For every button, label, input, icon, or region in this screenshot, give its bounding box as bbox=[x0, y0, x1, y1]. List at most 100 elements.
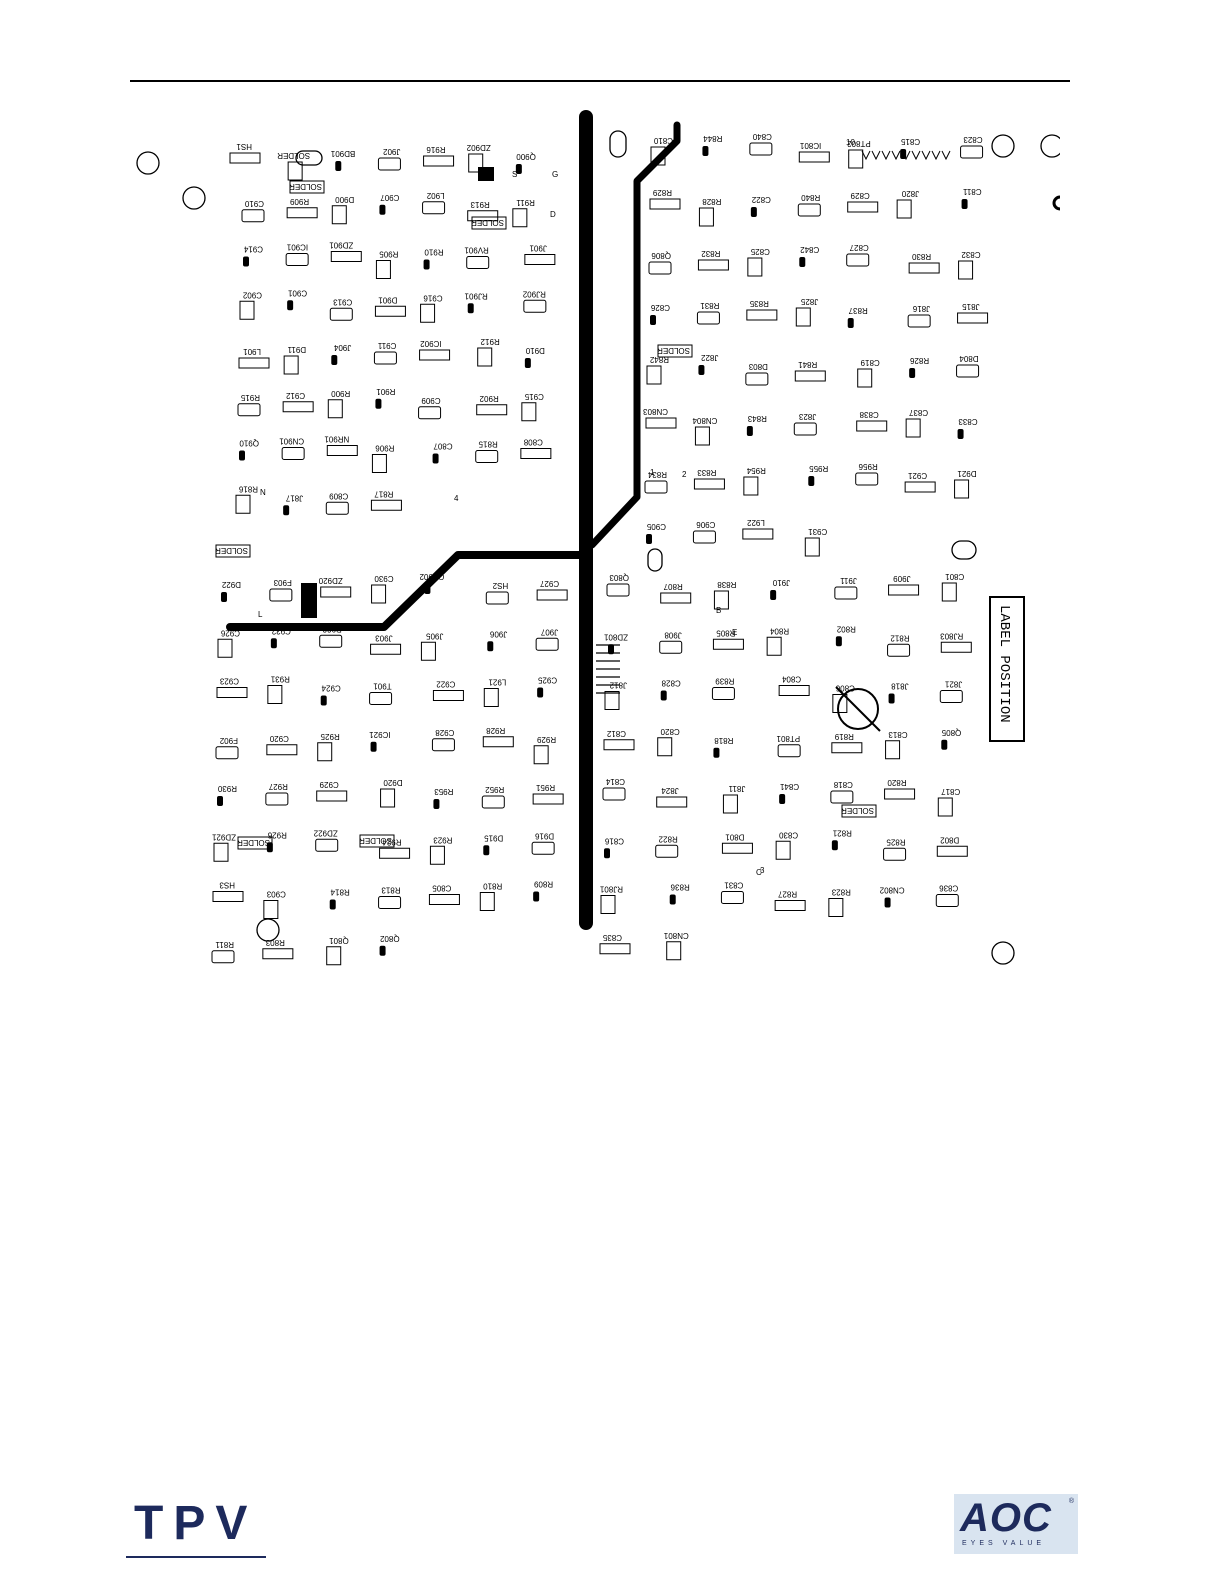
component-outline bbox=[263, 900, 279, 919]
component-label: C816 bbox=[604, 836, 624, 845]
component-label: R905 bbox=[379, 250, 399, 259]
component-label: C902 bbox=[242, 290, 262, 299]
component-outline bbox=[778, 685, 810, 696]
jumper-pad bbox=[533, 891, 540, 902]
jumper-pad bbox=[524, 358, 531, 368]
solder-box bbox=[289, 180, 325, 194]
component-label: R913 bbox=[470, 200, 490, 209]
component-label: R817 bbox=[374, 489, 394, 498]
jumper-pad bbox=[283, 505, 290, 516]
component-outline bbox=[908, 262, 940, 274]
component-outline bbox=[603, 739, 635, 751]
jumper-pad bbox=[537, 687, 544, 698]
component-label: L922 bbox=[747, 518, 765, 527]
component-outline bbox=[467, 210, 499, 222]
jumper-pad bbox=[375, 398, 382, 409]
component-outline bbox=[657, 737, 673, 757]
component-outline bbox=[371, 584, 387, 604]
component-label: IC901 bbox=[286, 243, 308, 252]
component-label: Q900 bbox=[516, 152, 536, 161]
component-outline bbox=[373, 351, 397, 365]
component-label: F903 bbox=[273, 578, 292, 587]
component-outline bbox=[856, 420, 888, 432]
component-label: C836 bbox=[939, 884, 959, 893]
component-label: CN803 bbox=[643, 407, 668, 416]
component-label: R915 bbox=[240, 393, 260, 402]
component-outline bbox=[476, 404, 508, 416]
component-label: C924 bbox=[321, 684, 341, 693]
component-outline bbox=[283, 355, 299, 375]
component-outline bbox=[235, 494, 251, 514]
component-label: J905 bbox=[426, 631, 444, 640]
component-outline bbox=[666, 941, 682, 961]
component-outline bbox=[939, 690, 963, 703]
component-outline bbox=[287, 161, 303, 181]
component-outline bbox=[483, 688, 499, 707]
component-outline bbox=[957, 312, 989, 324]
component-label: R803 bbox=[265, 938, 285, 947]
component-label: T901 bbox=[373, 682, 392, 691]
solder-box bbox=[215, 544, 251, 558]
component-outline bbox=[747, 257, 763, 277]
component-label: R927 bbox=[268, 782, 288, 791]
jumper-pad bbox=[221, 592, 227, 602]
component-label: C806 bbox=[835, 684, 855, 693]
component-label: R826 bbox=[909, 356, 929, 365]
component-outline bbox=[655, 844, 679, 858]
component-outline bbox=[766, 636, 782, 656]
component-label: C827 bbox=[849, 243, 869, 252]
solder-label: SOLDER bbox=[237, 838, 270, 847]
component-label: CN802 bbox=[879, 886, 904, 895]
component-label: C835 bbox=[602, 933, 622, 942]
component-label: C841 bbox=[779, 782, 799, 791]
component-label: C911 bbox=[377, 341, 396, 350]
jumper-pad bbox=[433, 799, 440, 809]
bridge-block bbox=[301, 583, 317, 618]
jumper-pad bbox=[335, 161, 342, 171]
component-outline bbox=[331, 205, 347, 225]
component-label: R844 bbox=[703, 134, 723, 143]
component-outline bbox=[327, 399, 343, 419]
component-label: R804 bbox=[769, 626, 789, 635]
component-label: C931 bbox=[808, 527, 828, 536]
jumper-pad bbox=[424, 584, 431, 594]
lower-left-trace bbox=[226, 551, 590, 631]
jumper-pad bbox=[239, 450, 245, 461]
component-outline bbox=[286, 207, 318, 219]
component-label: R831 bbox=[700, 301, 720, 310]
component-label: R930 bbox=[217, 784, 237, 793]
component-label: C926 bbox=[220, 628, 240, 637]
component-label: J822 bbox=[701, 353, 719, 362]
component-outline bbox=[239, 300, 255, 320]
component-outline bbox=[846, 253, 870, 267]
component-label: C907 bbox=[380, 193, 400, 202]
component-label: C801 bbox=[945, 572, 965, 581]
jumper-pad bbox=[287, 300, 294, 311]
component-outline bbox=[238, 357, 270, 369]
component-label: C909 bbox=[421, 396, 441, 405]
pin-mark: 3 bbox=[760, 866, 765, 875]
jumper-pad bbox=[831, 840, 838, 851]
jumper-pad bbox=[957, 429, 964, 439]
component-layer bbox=[211, 142, 989, 966]
component-label: C833 bbox=[958, 417, 978, 426]
jumper-pad bbox=[266, 842, 273, 853]
solder-box bbox=[657, 344, 693, 358]
component-label: R916 bbox=[426, 145, 446, 154]
component-label: C927 bbox=[539, 579, 559, 588]
component-outline bbox=[326, 445, 358, 456]
component-outline bbox=[777, 744, 801, 758]
heatsink-pad-hs1 bbox=[295, 150, 323, 166]
pin-mark: 4 bbox=[454, 494, 459, 503]
component-label: C826 bbox=[650, 303, 670, 312]
mount-hole-7 bbox=[1052, 195, 1060, 211]
component-outline bbox=[477, 347, 493, 367]
component-label: J911 bbox=[840, 576, 857, 585]
jumper-pad bbox=[799, 257, 806, 267]
component-label: RJ801 bbox=[599, 885, 623, 894]
component-label: R827 bbox=[777, 890, 797, 899]
component-outline bbox=[431, 738, 455, 752]
component-label: R929 bbox=[536, 735, 556, 744]
